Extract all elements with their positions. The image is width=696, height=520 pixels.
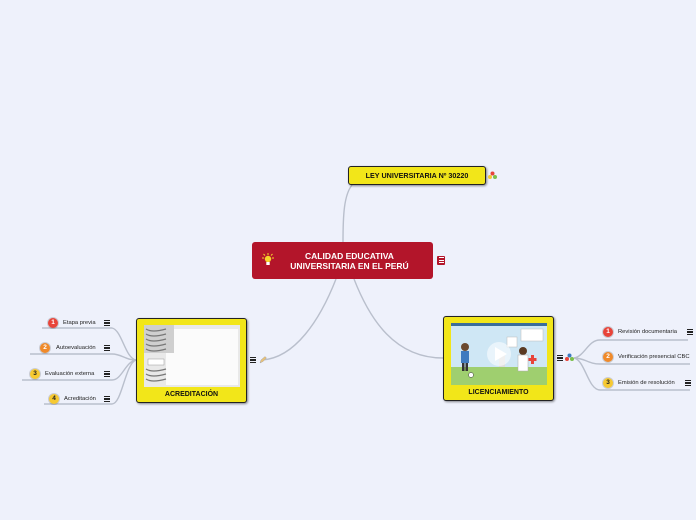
number-3-icon: 3 (603, 378, 613, 388)
note-icon[interactable] (437, 256, 445, 265)
note-icon[interactable] (250, 357, 256, 363)
notebook-image (144, 325, 240, 387)
number-2-icon: 2 (603, 352, 613, 362)
video-thumbnail-image (451, 323, 547, 385)
note-icon[interactable] (104, 345, 110, 351)
number-2-icon: 2 (40, 343, 50, 353)
topic-ley-universitaria[interactable]: LEY UNIVERSITARIA Nº 30220 (348, 166, 486, 185)
note-icon[interactable] (104, 320, 110, 326)
acreditacion-label: ACREDITACIÓN (164, 391, 219, 398)
note-icon[interactable] (685, 380, 691, 386)
subtopic-autoevaluacion[interactable]: Autoevaluación (56, 345, 96, 351)
group-icon (565, 353, 574, 361)
ley-label: LEY UNIVERSITARIA Nº 30220 (365, 171, 469, 180)
note-icon[interactable] (557, 355, 563, 361)
number-1-icon: 1 (603, 327, 613, 337)
licenciamiento-label: LICENCIAMIENTO (468, 389, 529, 396)
note-icon[interactable] (104, 371, 110, 377)
central-title-line1: CALIDAD EDUCATIVA (305, 250, 394, 261)
subtopic-evaluacion-externa[interactable]: Evaluación externa (45, 371, 95, 377)
group-icon (488, 171, 497, 179)
central-title-line2: UNIVERSITARIA EN EL PERÚ (290, 260, 409, 271)
lightbulb-icon (262, 253, 274, 265)
note-icon[interactable] (104, 396, 110, 402)
number-4-icon: 4 (49, 394, 59, 404)
subtopic-etapa-previa[interactable]: Etapa previa (63, 320, 96, 326)
note-icon[interactable] (687, 329, 693, 335)
number-3-icon: 3 (30, 369, 40, 379)
subtopic-acreditacion[interactable]: Acreditación (64, 396, 96, 402)
topic-licenciamiento[interactable]: LICENCIAMIENTO (443, 316, 554, 401)
subtopic-verificacion-presencial[interactable]: Verificación presencial CBC (618, 354, 690, 360)
subtopic-revision-documentaria[interactable]: Revisión documentaria (618, 329, 677, 335)
number-1-icon: 1 (48, 318, 58, 328)
pencil-icon (259, 356, 267, 364)
topic-acreditacion[interactable]: ACREDITACIÓN (136, 318, 247, 403)
subtopic-emision-resolucion[interactable]: Emisión de resolución (618, 380, 675, 386)
central-topic[interactable]: CALIDAD EDUCATIVA UNIVERSITARIA EN EL PE… (252, 242, 433, 279)
